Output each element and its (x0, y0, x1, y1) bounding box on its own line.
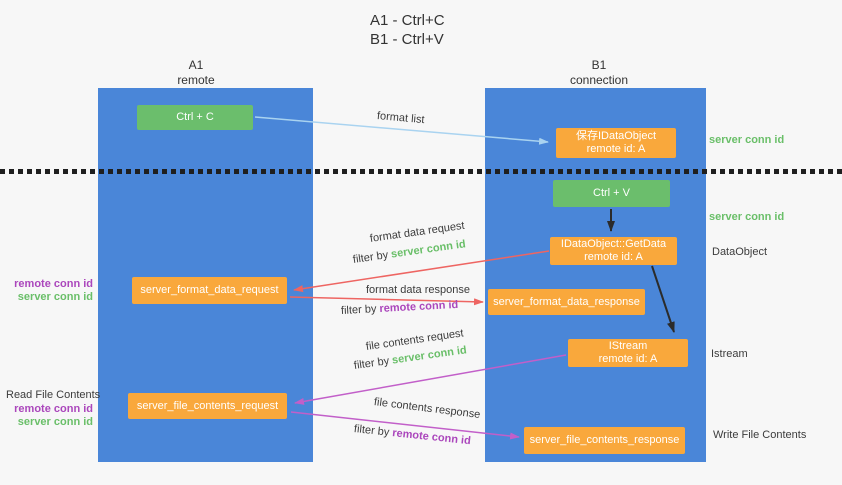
remote-conn-id-left: remote conn id (14, 403, 93, 415)
filter-by-text: filter by (352, 248, 392, 266)
format-request-filter-label: filter by server conn id (352, 238, 466, 266)
ctrl-c-label: Ctrl + C (176, 111, 214, 123)
column-b1-role: connection (569, 73, 629, 87)
idataobject-getdata-box: IDataObject::GetData remote id: A (550, 237, 677, 265)
getdata-line1: IDataObject::GetData (560, 238, 667, 250)
remote-conn-id-left: remote conn id (14, 278, 93, 290)
server-format-data-response-box: server_format_data_response (488, 289, 645, 315)
file-response-filter-label: filter by remote conn id (353, 423, 471, 447)
istream-line1: IStream (608, 340, 648, 352)
server-format-data-response-label: server_format_data_response (493, 295, 640, 308)
column-a1-role: remote (177, 73, 215, 87)
save-idataobject-line2: remote id: A (586, 143, 646, 155)
server-file-contents-request-label: server_file_contents_request (136, 399, 279, 412)
server-conn-id-left: server conn id (17, 415, 93, 428)
session-divider-dotted-line (0, 169, 842, 174)
server-conn-id-left: server conn id (17, 290, 93, 303)
server-file-contents-response-label: server_file_contents_response (529, 434, 680, 446)
filter-by-text: filter by (353, 354, 393, 372)
title-line-2: B1 - Ctrl+V (370, 31, 444, 48)
server-file-contents-response-box: server_file_contents_response (524, 427, 685, 454)
istream-line2: remote id: A (598, 353, 658, 365)
write-file-contents-label: Write File Contents (713, 429, 807, 441)
column-b1-name: B1 (591, 58, 607, 72)
remote-conn-id-text: remote conn id (391, 427, 472, 448)
server-conn-id-text: server conn id (390, 238, 467, 261)
read-file-contents-label: Read File Contents (6, 389, 101, 401)
dataobject-label: DataObject (712, 246, 768, 258)
server-conn-id-right-top: server conn id (709, 134, 785, 146)
format-response-filter-label: filter by remote conn id (341, 299, 459, 317)
remote-conn-id-text: remote conn id (379, 298, 459, 315)
ctrl-v-label: Ctrl + V (593, 187, 630, 199)
save-idataobject-box: 保存IDataObject remote id: A (556, 128, 676, 158)
format-request-conn-ids: remote conn id server conn id (0, 278, 93, 303)
file-request-conn-ids: remote conn id server conn id (0, 403, 93, 428)
server-format-data-request-label: server_format_data_request (140, 284, 279, 296)
getdata-line2: remote id: A (584, 251, 643, 263)
column-header-a1: A1 remote (136, 58, 256, 88)
filter-by-text: filter by (340, 302, 380, 317)
server-format-data-request-box: server_format_data_request (132, 277, 287, 304)
server-conn-id-right-mid: server conn id (709, 211, 785, 223)
format-list-label: format list (376, 110, 426, 127)
ctrl-v-box: Ctrl + V (553, 180, 670, 207)
server-file-contents-request-box: server_file_contents_request (128, 393, 287, 419)
title-line-1: A1 - Ctrl+C (370, 12, 445, 29)
column-a1-name: A1 (188, 58, 204, 72)
column-header-b1: B1 connection (539, 58, 659, 88)
istream-box: IStream remote id: A (568, 339, 688, 367)
ctrl-c-box: Ctrl + C (137, 105, 253, 130)
filter-by-text: filter by (353, 423, 393, 439)
save-idataobject-line1: 保存IDataObject (575, 130, 657, 142)
diagram-title: A1 - Ctrl+C B1 - Ctrl+V (370, 11, 445, 49)
file-contents-response-label: file contents response (373, 396, 481, 421)
format-data-response-label: format data response (366, 284, 470, 296)
istream-side-label: Istream (711, 348, 748, 360)
